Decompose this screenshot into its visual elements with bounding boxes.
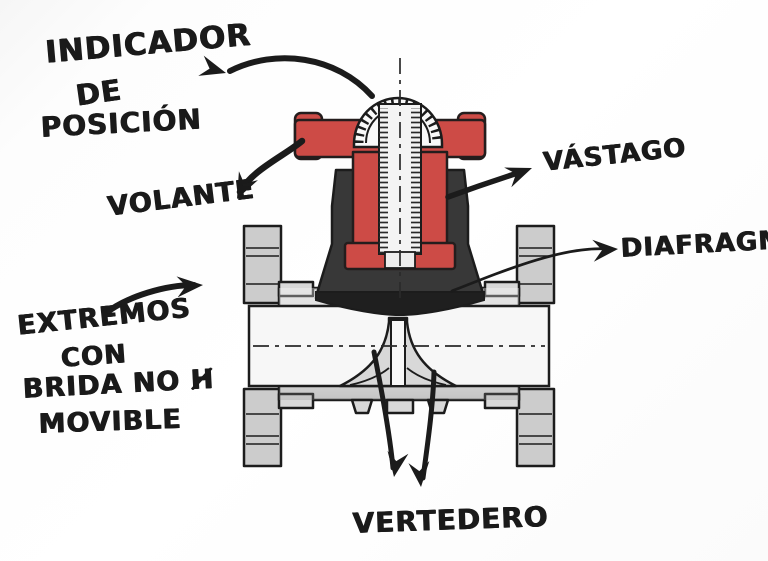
label-extremos-line4: MOVIBLE xyxy=(37,404,183,440)
drain-boss xyxy=(385,398,415,415)
arrow-volante xyxy=(236,137,306,199)
arrow-vertedero-left xyxy=(371,349,409,477)
stem-thread-right xyxy=(411,108,420,254)
flange-left-lower xyxy=(242,387,283,468)
diaphragm xyxy=(315,291,485,317)
flange-right-lower xyxy=(515,387,556,468)
stem-thread-left xyxy=(379,108,388,254)
label-vertedero: VERTEDERO xyxy=(351,500,549,540)
flange-left-upper xyxy=(242,224,283,305)
arrow-vertedero-right xyxy=(408,369,437,487)
label-indicador-line3: POSICIÓN xyxy=(39,102,203,144)
annotation-arrows xyxy=(103,55,618,487)
weir-channel xyxy=(390,319,406,387)
bolt-left xyxy=(350,398,374,415)
arrow-indicador xyxy=(198,55,375,99)
label-extremos-line2: CON xyxy=(59,339,128,374)
label-indicador-line2: DE xyxy=(73,72,124,113)
arrow-extremos xyxy=(103,276,203,316)
flange-face-lines xyxy=(246,247,552,445)
arrow-vastago xyxy=(445,167,532,200)
flanged-ends xyxy=(242,224,556,468)
weir-fillet-lines xyxy=(349,367,447,386)
arrow-diafragma xyxy=(450,239,618,293)
